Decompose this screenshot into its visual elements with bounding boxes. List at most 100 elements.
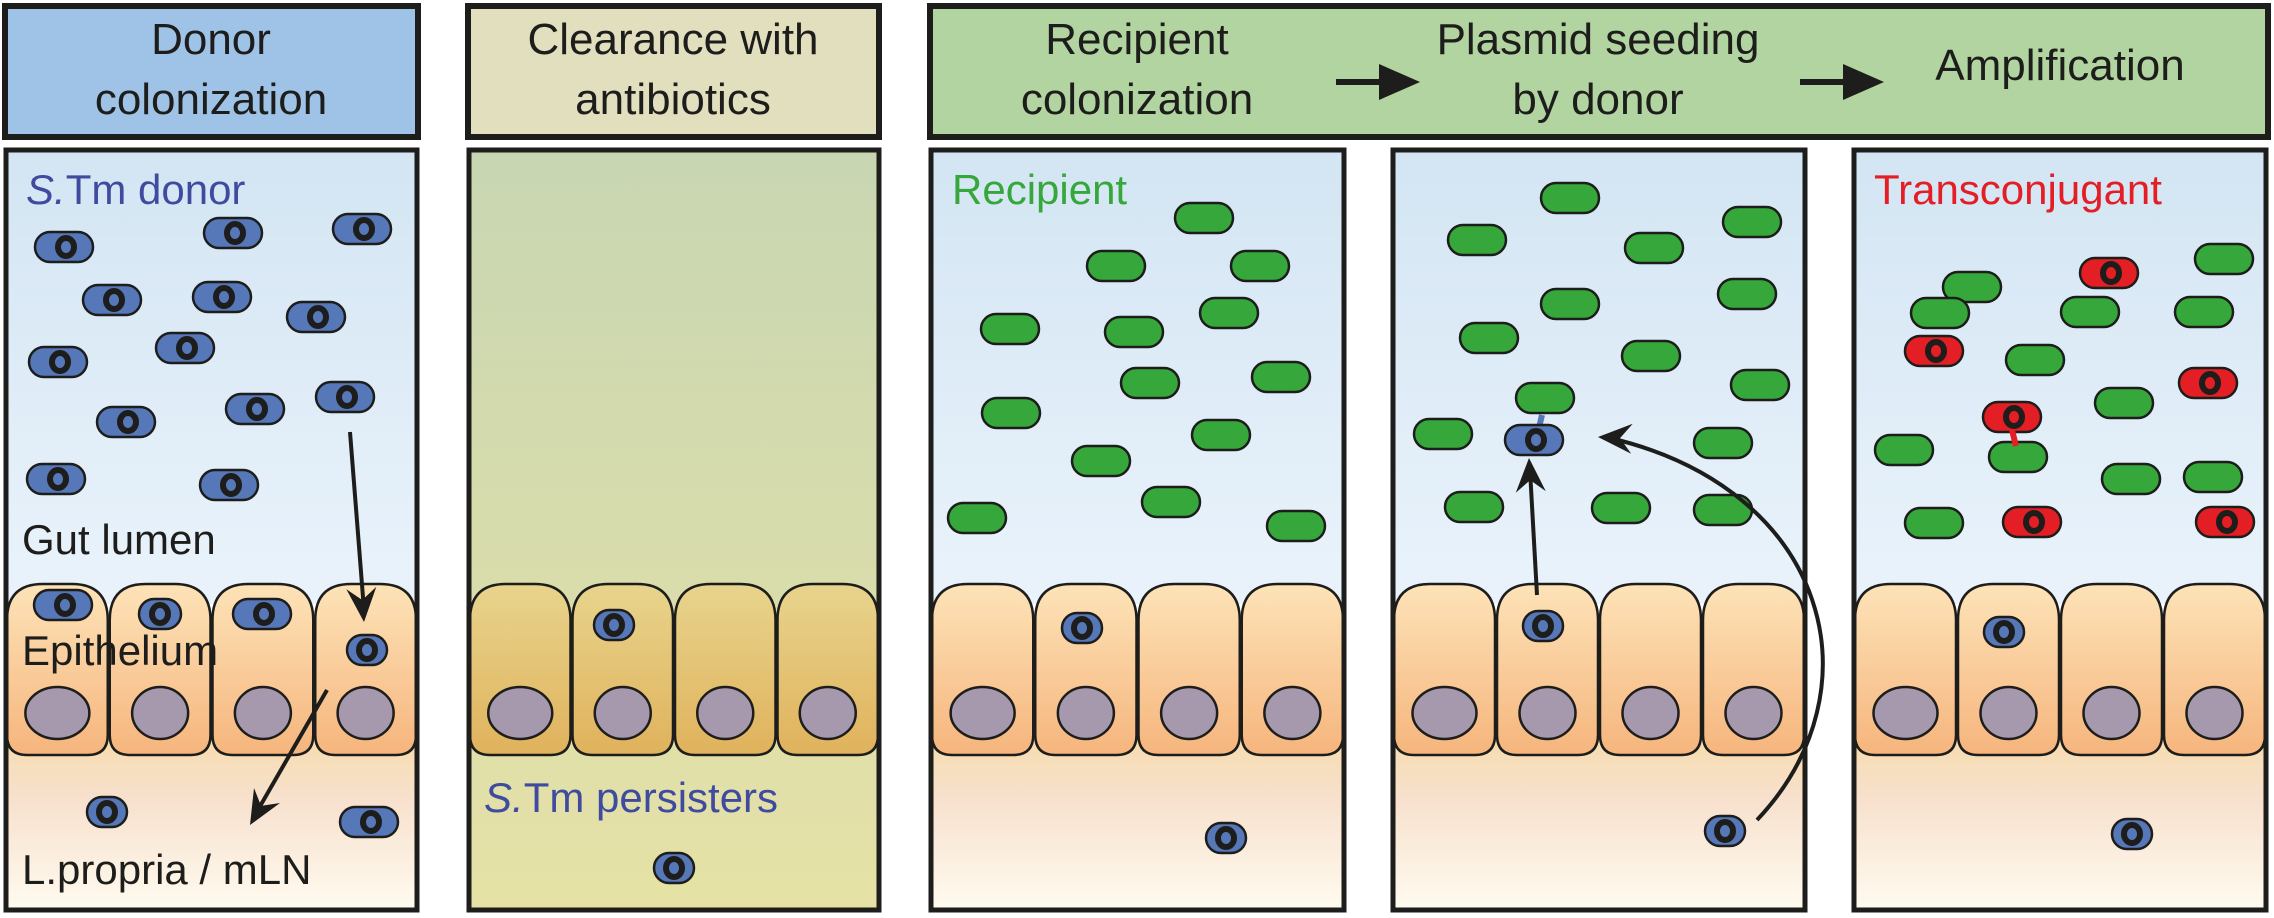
plasmid-icon (2121, 822, 2143, 846)
lamina-propria-region (931, 735, 1344, 910)
cell-nucleus (1263, 685, 1322, 741)
label-stm-donor-italic: S. (26, 166, 66, 213)
recipient-bacterium (1620, 339, 1682, 373)
epithelium (1853, 582, 2267, 757)
donor-bacterium (1521, 609, 1565, 643)
donor-bacterium (592, 608, 636, 642)
recipient-bacterium (1085, 249, 1147, 283)
label-lamina-propria-mln: L.propria / mLN (22, 846, 311, 893)
transconjugant-bacterium (2177, 366, 2239, 400)
donor-bacterium (224, 392, 286, 426)
recipient-bacterium (980, 396, 1042, 430)
donor-bacterium (32, 588, 94, 622)
donor-bacterium (1204, 821, 1248, 855)
epithelium (5, 582, 418, 757)
plasmid-icon (353, 217, 375, 241)
transconjugant-bacterium (2078, 256, 2140, 290)
cell-nucleus (1518, 685, 1577, 741)
donor-bacterium (285, 300, 347, 334)
cell-nucleus (336, 685, 395, 741)
label-stm-donor-rest: Tm donor (66, 166, 246, 213)
plasmid-icon (54, 593, 76, 617)
recipient-bacterium (1539, 287, 1601, 321)
plasmid-icon (1714, 819, 1736, 843)
cell-nucleus (130, 685, 190, 741)
recipient-bacterium (1412, 417, 1474, 451)
cell-nucleus (593, 685, 652, 741)
recipient-bacterium (1190, 418, 1252, 452)
recipient-bacterium (1119, 366, 1181, 400)
recipient-bacterium (1716, 277, 1778, 311)
recipient-bacterium (1070, 444, 1132, 478)
organisms-layer (25, 181, 2256, 885)
donor-bacterium (95, 405, 157, 439)
donor-bacterium (338, 805, 400, 839)
recipient-bacterium (2093, 386, 2155, 420)
recipient-bacterium (2004, 343, 2066, 377)
recipient-bacterium (1692, 426, 1754, 460)
recipient-bacterium (1729, 368, 1791, 402)
header-recipient-stages: Recipient colonization Plasmid seeding b… (927, 3, 2271, 140)
epithelium (930, 582, 1345, 757)
cell-nucleus (696, 685, 755, 741)
plasmid-icon (103, 288, 125, 312)
panel-frame (1851, 147, 2269, 913)
cell-nucleus (798, 685, 857, 741)
plasmid-icon (360, 810, 382, 834)
plasmid-icon (2003, 405, 2025, 429)
plasmid-icon (663, 856, 685, 880)
cell-nucleus (1411, 685, 1478, 741)
recipient-bacterium (1198, 296, 1260, 330)
plasmid-icon (1071, 616, 1093, 640)
plasmid-icon (176, 336, 198, 360)
recipient-bacterium (1941, 270, 2003, 304)
plasmid-icon (1532, 614, 1554, 638)
cell-nucleus (487, 685, 554, 741)
transconjugant-bacterium (2001, 505, 2063, 539)
recipient-bacterium (1873, 433, 1935, 467)
cell-nucleus (2082, 685, 2141, 741)
transconjugant-bacterium (2194, 505, 2256, 539)
cell-nucleus (1872, 685, 1939, 741)
recipient-bacterium (2059, 295, 2121, 329)
panel-frame (928, 147, 1347, 913)
donor-bacterium (314, 380, 376, 414)
panel-frame (1390, 147, 1808, 913)
plasmid-icon (603, 613, 625, 637)
lamina-propria-region (1854, 735, 2266, 910)
donor-bacterium (27, 345, 89, 379)
transconjugant-bacterium (1981, 400, 2043, 434)
donor-bacterium (331, 212, 393, 246)
recipient-bacterium (1623, 231, 1685, 265)
plasmid-icon (2216, 510, 2238, 534)
recipient-bacterium (1103, 315, 1165, 349)
cell-nucleus (24, 685, 91, 741)
cell-nucleus (233, 685, 293, 741)
antibiotic-background (469, 150, 879, 910)
header-donor-colonization: Donor colonization (2, 3, 421, 140)
plasmid-icon (1925, 339, 1947, 363)
donor-bacterium (137, 597, 183, 631)
cell-nucleus (1724, 685, 1783, 741)
recipient-bacterium (1265, 509, 1327, 543)
plasmid-icon (336, 385, 358, 409)
label-recipient: Recipient (952, 166, 1127, 213)
plasmid-icon (1215, 826, 1237, 850)
recipient-bacterium (1909, 296, 1971, 330)
recipient-bacterium (1458, 321, 1520, 355)
label-stm-persisters: S.Tm persisters (484, 774, 778, 821)
plasmid-icon (2199, 371, 2221, 395)
arrow-epithelium-to-lamina (250, 689, 329, 825)
panel-frame (3, 147, 420, 913)
header-donor-line1: Donor (151, 15, 271, 64)
donor-bacterium (33, 230, 95, 264)
recipient-bacterium (1443, 490, 1505, 524)
donor-bacterium (652, 851, 696, 885)
recipient-bacterium (2173, 295, 2235, 329)
cell-nucleus (1979, 685, 2038, 741)
plasmid-icon (149, 602, 171, 626)
header-stage-seeding-line2: by donor (1512, 75, 1683, 124)
donor-bacterium (81, 283, 143, 317)
header-clearance-with-antibiotics: Clearance with antibiotics (465, 3, 882, 140)
